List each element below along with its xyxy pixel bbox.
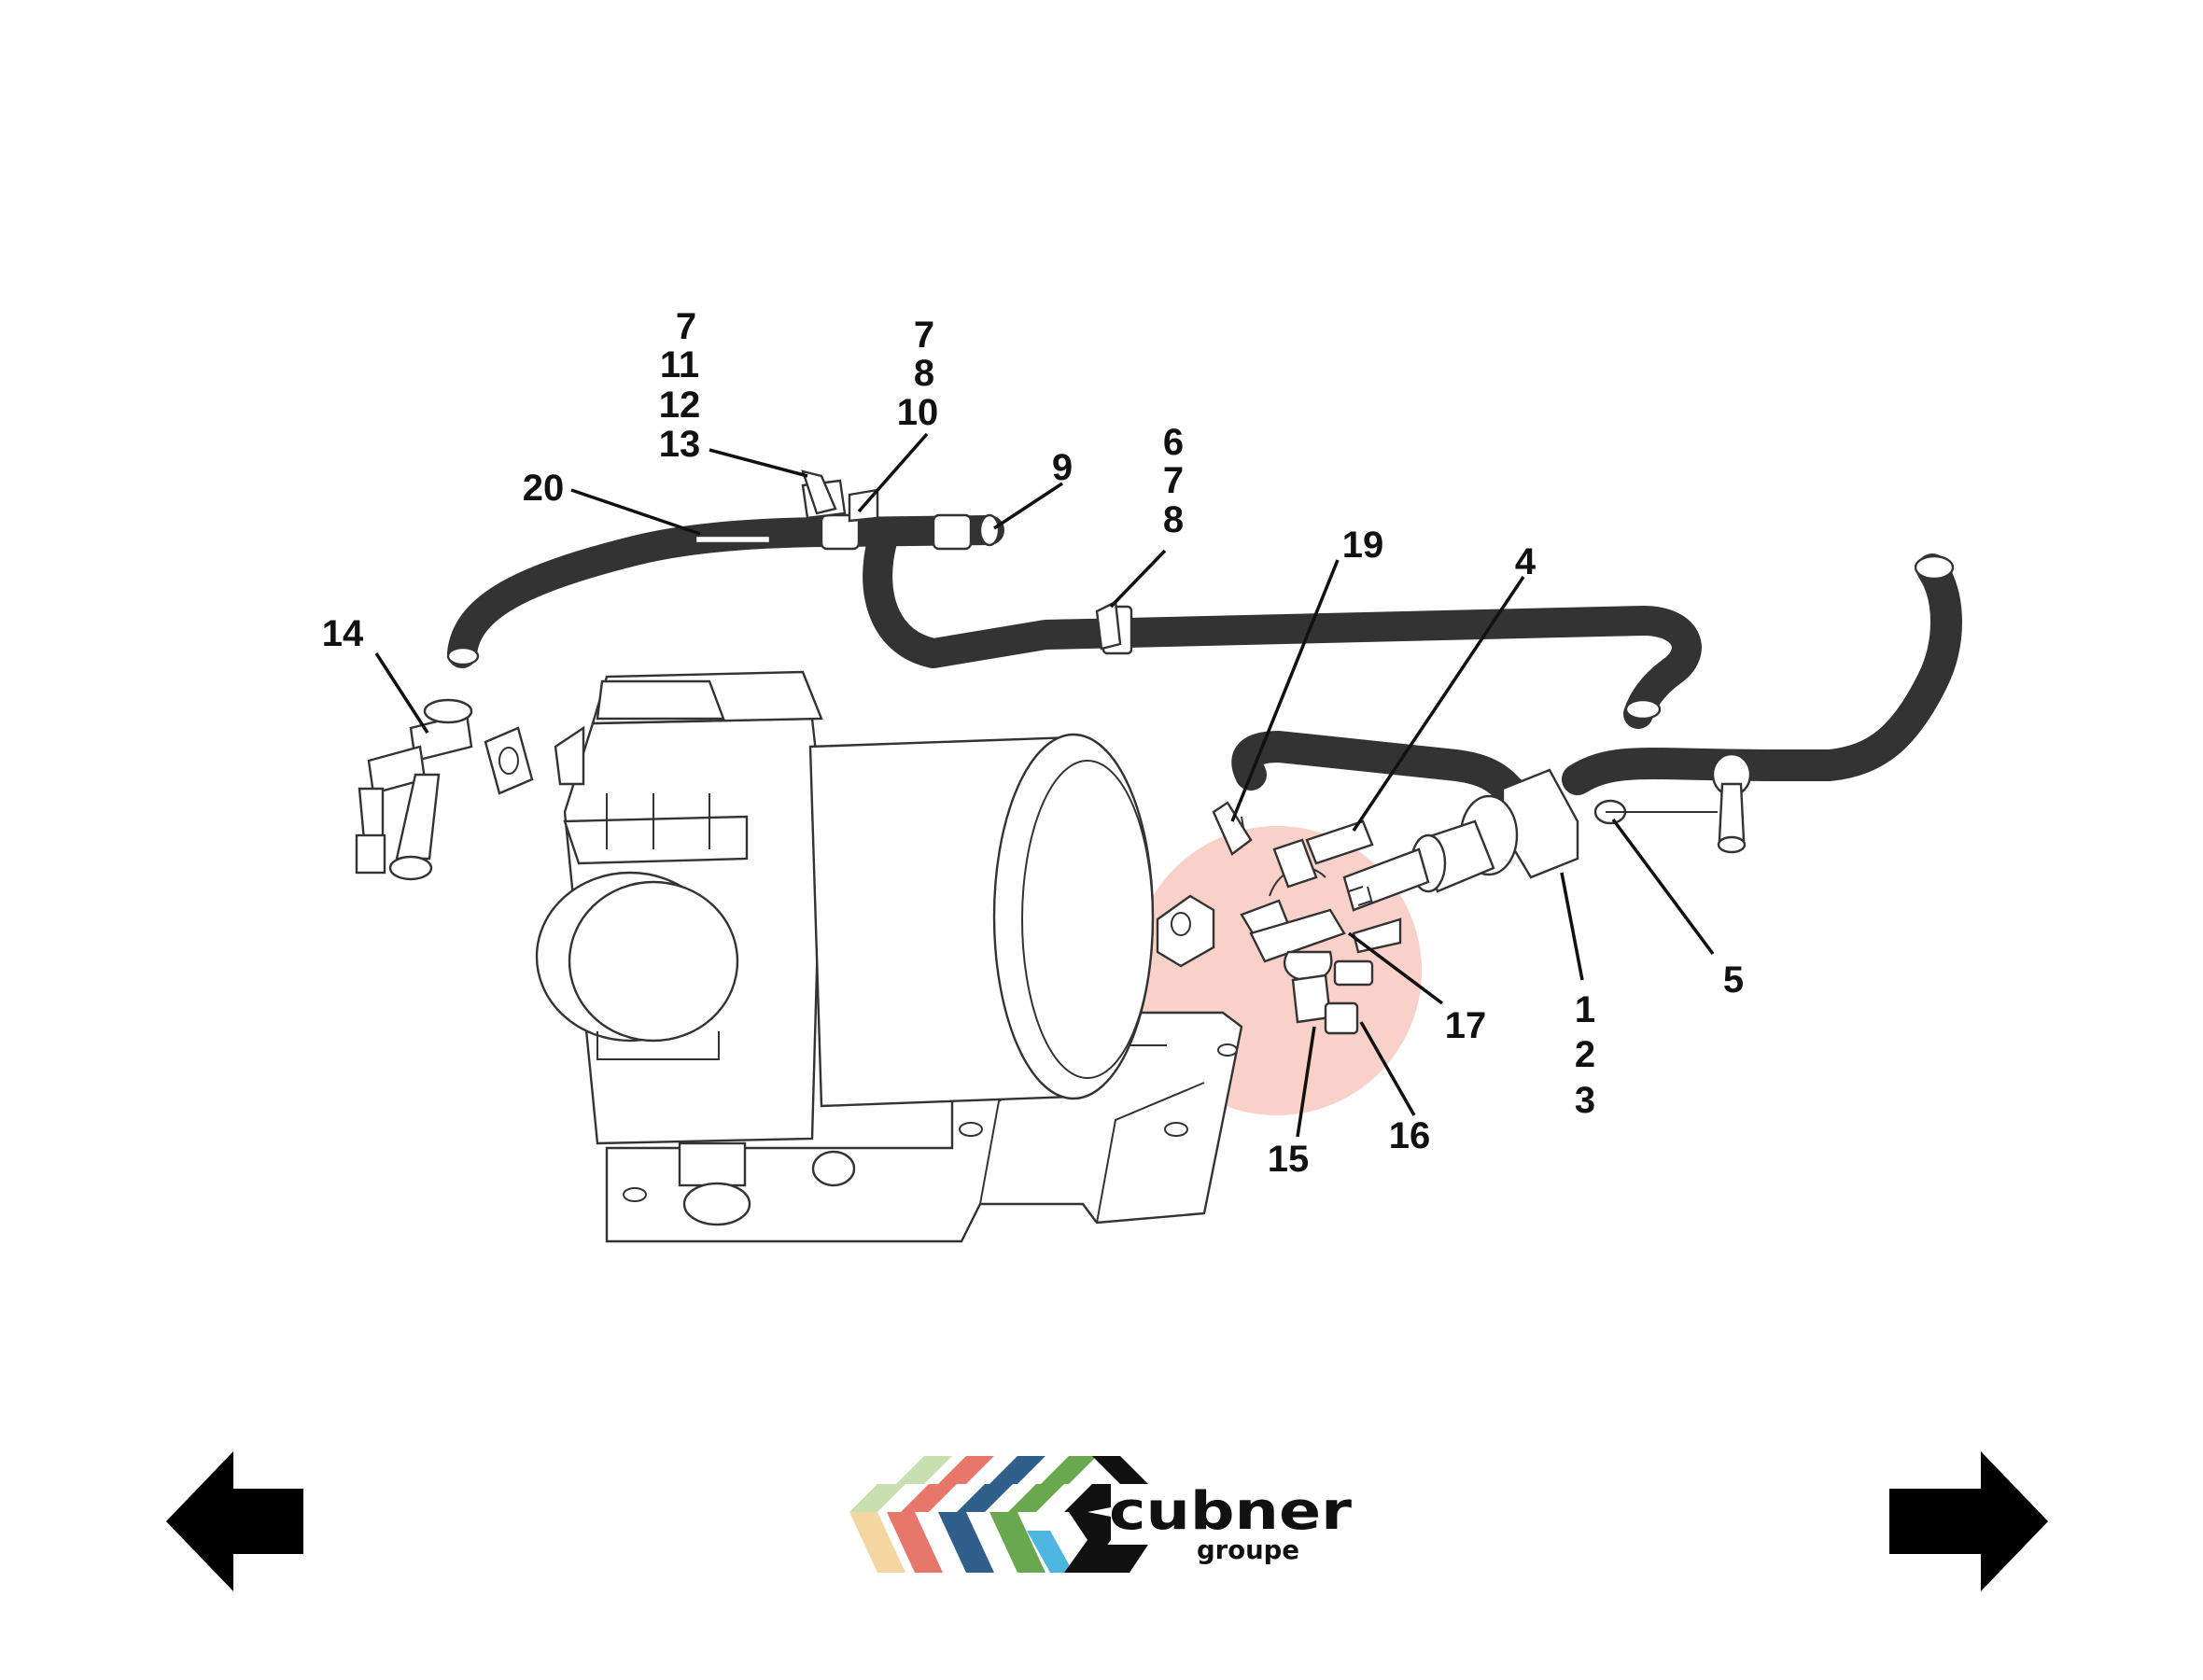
arrow-left-icon[interactable] [166,1451,306,1591]
pump-body [535,670,1155,1226]
logo-subtitle: groupe [1197,1534,1299,1565]
leader-lines [374,432,1715,1138]
callout-9: 9 [1052,447,1073,488]
callout-17: 17 [1445,1005,1487,1046]
callout-label: 7 [914,315,934,356]
elbow-fitting-14 [355,698,473,881]
callout-label: 19 [1342,525,1384,566]
callout-label: 8 [914,353,934,394]
callout-label: 8 [1163,499,1184,540]
arrow-right-icon[interactable] [1889,1451,2048,1591]
callout-label: 11 [660,344,699,385]
callout-label: 17 [1445,1005,1487,1046]
right-tube-assembly [1231,553,1962,912]
callout-1-2-3: 1 2 3 [1575,989,1595,1121]
callout-label: 6 [1163,422,1184,463]
bracket [801,469,837,515]
callout-5: 5 [1723,959,1744,1001]
tube-clip [1095,600,1122,651]
callout-label: 9 [1052,447,1073,488]
callout-14: 14 [322,613,364,654]
callout-label: 3 [1575,1080,1595,1121]
callout-6-7-8: 6 7 8 [1163,422,1184,540]
callout-label: 16 [1389,1115,1431,1156]
callout-19: 19 [1342,525,1384,566]
callout-label: 10 [897,392,939,433]
valve-cluster [1156,801,1402,1035]
callout-label: 14 [322,613,364,654]
callout-label: 12 [659,385,701,426]
callout-label: 20 [523,468,565,509]
logo-mark [849,1456,1148,1573]
callout-label: 5 [1723,959,1744,1001]
callout-4: 4 [1515,541,1536,582]
cubner-logo: cubner groupe [849,1456,1352,1573]
callout-label: 7 [676,306,696,347]
callout-label: 7 [1163,460,1184,501]
logo-wordmark: cubner [1109,1481,1352,1542]
callout-7-11-12-13: 7 11 12 13 [659,306,701,465]
callout-label: 15 [1268,1139,1310,1180]
callout-16: 16 [1389,1115,1431,1156]
callout-label: 1 [1575,989,1595,1030]
callout-15: 15 [1268,1139,1310,1180]
callout-label: 2 [1575,1034,1595,1075]
gasket [484,726,534,795]
callout-7-8-10: 7 8 10 [897,315,939,433]
callout-label: 4 [1515,541,1536,582]
callout-label: 13 [659,424,701,465]
callout-20: 20 [523,468,565,509]
upper-tube [446,479,1702,729]
